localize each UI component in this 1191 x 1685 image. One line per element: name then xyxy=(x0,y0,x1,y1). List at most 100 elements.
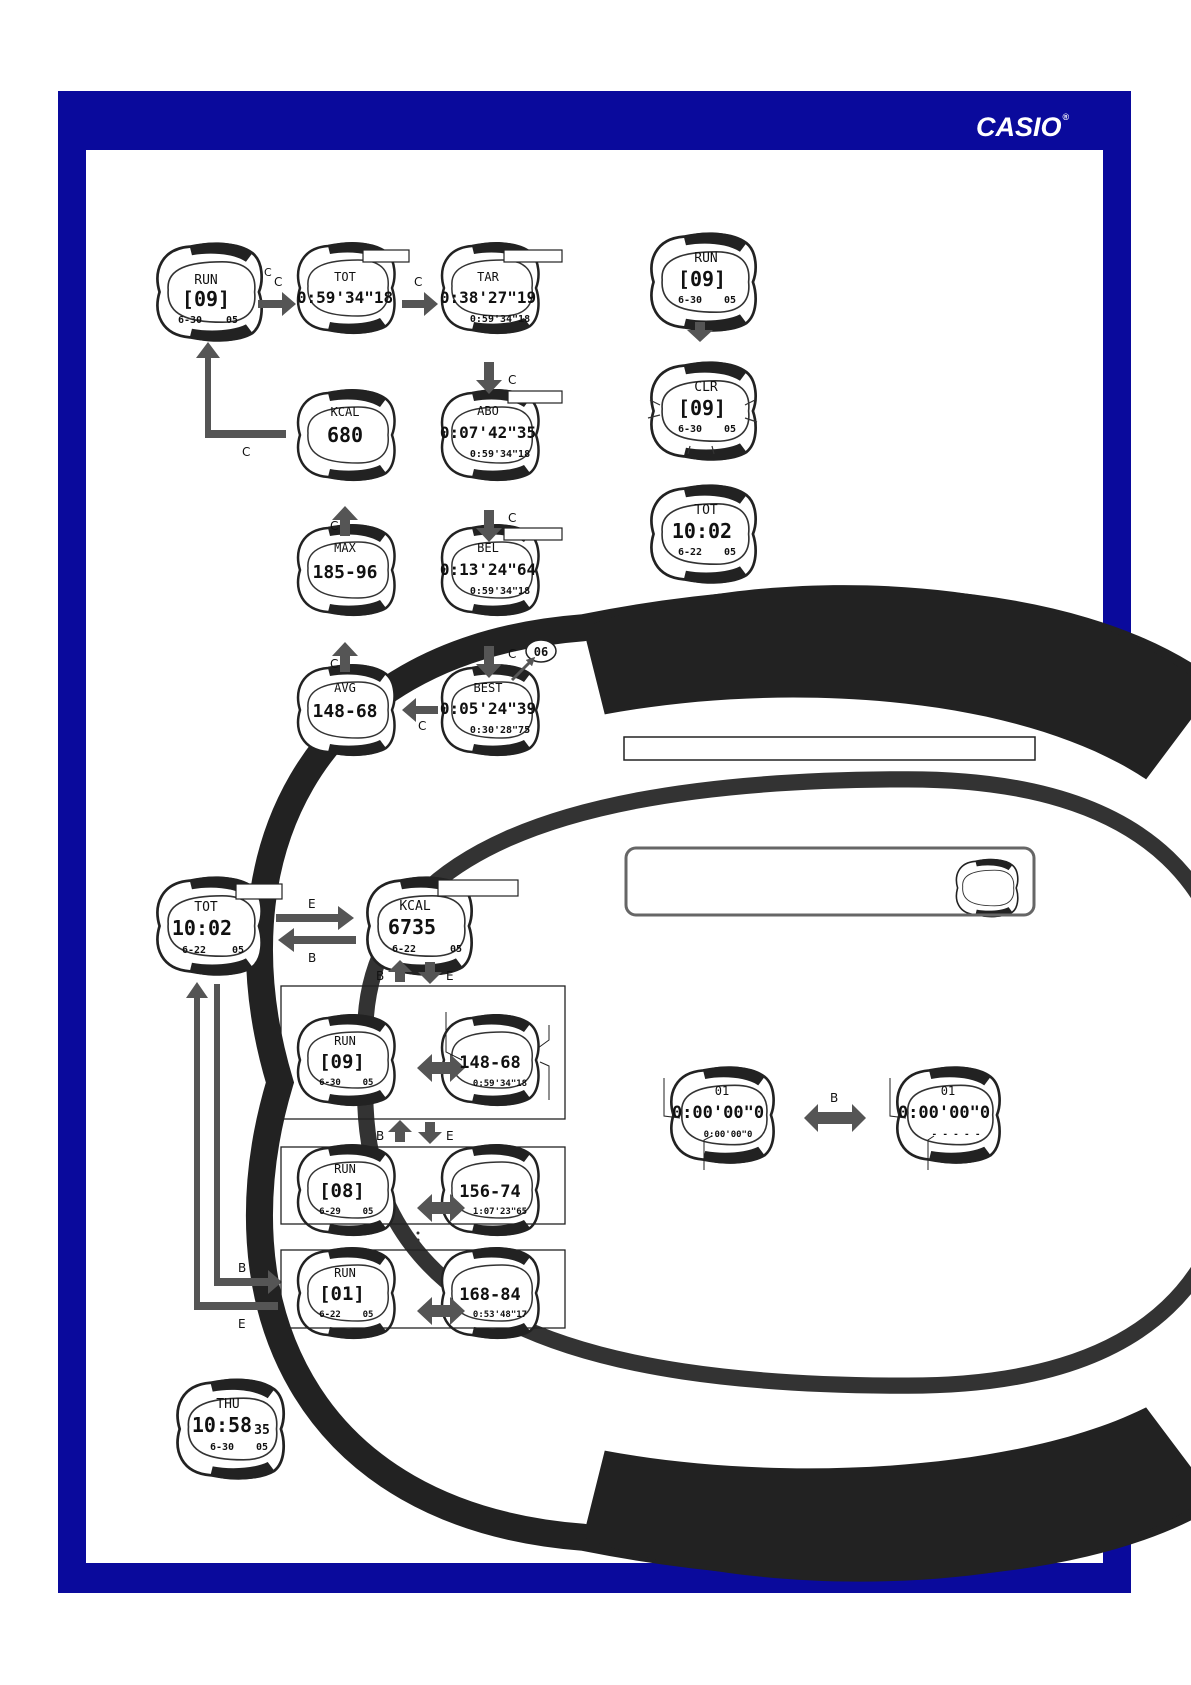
svg-text:05: 05 xyxy=(232,945,244,956)
label-box xyxy=(503,249,563,263)
svg-text:05: 05 xyxy=(363,1310,374,1320)
lcd-main: [01] xyxy=(319,1283,365,1305)
svg-text:C: C xyxy=(414,275,422,289)
svg-text:C: C xyxy=(264,266,272,279)
svg-text:- - - - -: - - - - - xyxy=(932,1130,981,1140)
lcd-main: 0:00'00"0 xyxy=(672,1103,764,1123)
button-labels-2: E B B E B E B E xyxy=(238,897,454,1331)
lcd-main: 168-84 xyxy=(459,1285,520,1305)
note-box xyxy=(624,846,1036,917)
lcd-main: 185-96 xyxy=(312,562,377,583)
svg-text:C: C xyxy=(508,373,516,387)
lcd-mode: CLR xyxy=(694,380,718,395)
lcd-sub: 0:59'34"18 xyxy=(470,586,530,597)
record-box xyxy=(280,985,566,1120)
lcd-main: 0:59'34"18 xyxy=(297,288,393,307)
lcd-main: [09] xyxy=(678,267,726,291)
pointer-lines xyxy=(445,1012,550,1100)
lcd-mode: MAX xyxy=(334,541,356,555)
svg-text:RUN: RUN xyxy=(334,1162,356,1176)
svg-text:E: E xyxy=(238,1317,246,1331)
lcd-main: [09] xyxy=(319,1051,365,1073)
svg-text:C: C xyxy=(418,719,426,733)
lcd-mode: TOT xyxy=(334,270,356,284)
lcd-date: 6-30 xyxy=(178,315,202,326)
lcd-mode: KCAL xyxy=(399,899,430,914)
label-box xyxy=(507,390,563,404)
lcd-main: 10:02 xyxy=(672,519,732,543)
svg-text:C: C xyxy=(330,519,338,533)
callout-text: 06 xyxy=(534,645,548,659)
svg-text:05: 05 xyxy=(363,1207,374,1217)
svg-text:C: C xyxy=(508,511,516,525)
lcd-main: 148-68 xyxy=(312,701,377,722)
svg-text:C: C xyxy=(274,275,282,289)
lcd-main: 680 xyxy=(327,423,363,447)
arrow-down xyxy=(687,322,713,342)
ellipsis-dots xyxy=(416,1231,420,1249)
lcd-main: [09] xyxy=(182,287,230,311)
lcd-mode: RUN xyxy=(694,251,717,266)
lcd-mode: ABO xyxy=(477,404,499,418)
svg-text:1:07'23"65: 1:07'23"65 xyxy=(473,1207,527,1217)
svg-text:6-22: 6-22 xyxy=(182,945,206,956)
pointer-lines-lap xyxy=(663,1078,935,1170)
lcd-mode: TOT xyxy=(194,900,218,915)
lcd-main: 6735 xyxy=(388,915,436,939)
heading-box xyxy=(623,736,1036,761)
lcd-main: 10:58 xyxy=(192,1413,252,1437)
button-labels: C C C C C C C C C C xyxy=(242,266,516,733)
record-box xyxy=(280,1146,566,1225)
lcd-mode: BEST xyxy=(474,681,503,695)
flow-arrows xyxy=(196,292,502,722)
callout-bubble xyxy=(525,639,557,663)
svg-text:0:53'48"17: 0:53'48"17 xyxy=(473,1310,527,1320)
lcd-mode: TOT xyxy=(694,503,718,518)
svg-text:E: E xyxy=(446,1129,454,1143)
lcd-mode: RUN xyxy=(194,273,217,288)
lcd-main: [08] xyxy=(319,1180,365,1202)
svg-text:C: C xyxy=(508,647,516,661)
lcd-day: 05 xyxy=(226,315,238,326)
svg-text:6-30: 6-30 xyxy=(210,1442,234,1453)
svg-text:05: 05 xyxy=(724,547,736,558)
svg-text:RUN: RUN xyxy=(334,1034,356,1048)
lcd-sub: 0:59'34"18 xyxy=(470,449,530,460)
svg-text:E: E xyxy=(308,897,316,911)
svg-text:B: B xyxy=(830,1091,838,1105)
lcd-mode: AVG xyxy=(334,681,356,695)
lcd-sub: 0:30'28"75 xyxy=(470,725,530,736)
svg-text:0:00'00"0: 0:00'00"0 xyxy=(704,1130,753,1140)
label-box xyxy=(362,249,410,263)
lcd-sub: 0:59'34"18 xyxy=(470,314,530,325)
svg-text:6-30: 6-30 xyxy=(319,1078,341,1088)
svg-text:C: C xyxy=(242,445,250,459)
svg-text:05: 05 xyxy=(724,424,736,435)
svg-text:C: C xyxy=(330,657,338,671)
svg-text:01: 01 xyxy=(941,1084,955,1098)
label-box xyxy=(437,879,519,897)
casio-logo: CASIO® xyxy=(976,112,1070,142)
lcd-main: 0:00'00"0 xyxy=(898,1103,990,1123)
svg-text:6-22: 6-22 xyxy=(678,547,702,558)
lcd-main: [09] xyxy=(678,396,726,420)
svg-text:E: E xyxy=(446,969,454,983)
svg-text:B: B xyxy=(376,1129,384,1143)
lcd-main: 10:02 xyxy=(172,916,232,940)
lcd-main: 156-74 xyxy=(459,1182,520,1202)
svg-text:6-30: 6-30 xyxy=(678,295,702,306)
svg-text:35: 35 xyxy=(254,1423,270,1438)
svg-text:B: B xyxy=(308,951,316,965)
svg-text:B: B xyxy=(238,1261,246,1275)
svg-text:05: 05 xyxy=(450,944,462,955)
svg-text:01: 01 xyxy=(715,1084,729,1098)
lcd-mode: KCAL xyxy=(331,405,360,419)
lcd-main: 0:07'42"35 xyxy=(440,423,536,442)
svg-text:0:59'34"18: 0:59'34"18 xyxy=(473,1079,527,1089)
record-box xyxy=(280,1249,566,1329)
label-box xyxy=(235,883,283,900)
lcd-mode: TAR xyxy=(477,270,499,284)
arrow-toggle xyxy=(804,1104,866,1132)
svg-text:05: 05 xyxy=(724,295,736,306)
